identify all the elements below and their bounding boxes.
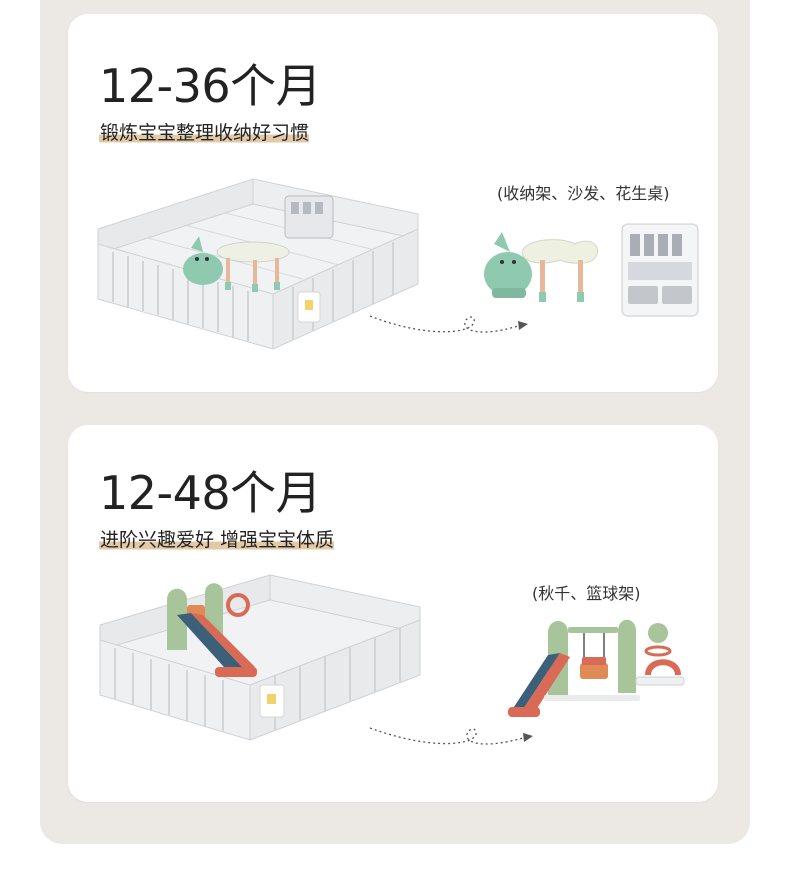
playpen-storage-illustration (97, 178, 419, 350)
accessory-note: (收纳架、沙发、花生桌) (497, 184, 670, 203)
section-subtitle: 锻炼宝宝整理收纳好习惯 (99, 118, 310, 145)
dashed-arrow-icon (369, 315, 528, 333)
age-range-title: 12-36个月 (99, 59, 322, 113)
section-card-storage: 12-36个月 锻炼宝宝整理收纳好习惯 (收纳架、沙发、花生桌) (68, 14, 718, 392)
swing-basketball-set-illustration (508, 619, 685, 717)
dashed-arrow-icon (369, 727, 533, 745)
storage-shelf-sofa-table-illustration (484, 223, 699, 317)
age-range-title: 12-48个月 (99, 466, 322, 520)
playpen-slide-illustration (99, 574, 421, 741)
accessory-note: (秋千、篮球架) (532, 584, 641, 603)
section-card-sports: 12-48个月 进阶兴趣爱好 增强宝宝体质 (秋千、篮球架) (68, 425, 718, 802)
section-subtitle: 进阶兴趣爱好 增强宝宝体质 (99, 525, 335, 552)
